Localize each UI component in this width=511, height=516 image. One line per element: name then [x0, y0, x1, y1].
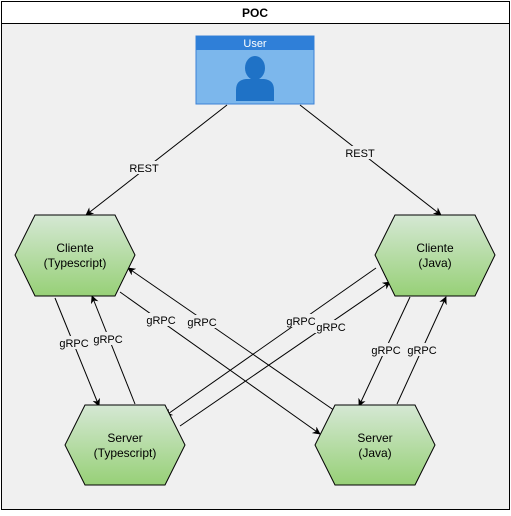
node-label-line1: Cliente — [416, 241, 454, 255]
edge-server-ts-client-ts — [90, 295, 136, 405]
edge-user-client-java — [299, 104, 442, 216]
label-rest-right: REST — [345, 148, 375, 160]
node-label-line2: (Java) — [358, 446, 391, 460]
edge-client-java-server-ts — [164, 267, 377, 417]
label-grpc-2: gRPC — [93, 334, 122, 346]
node-server-typescript[interactable]: Server (Typescript) — [64, 404, 186, 486]
node-label-line1: Server — [357, 431, 392, 445]
label-grpc-4: gRPC — [187, 317, 216, 329]
node-server-java[interactable]: Server (Java) — [314, 404, 436, 486]
edge-server-ts-client-java — [179, 281, 391, 427]
node-client-java[interactable]: Cliente (Java) — [374, 214, 496, 297]
edge-user-client-ts — [85, 104, 228, 216]
node-label-line2: (Java) — [418, 256, 451, 270]
label-grpc-7: gRPC — [371, 345, 400, 357]
person-icon — [236, 56, 274, 101]
label-grpc-3: gRPC — [146, 315, 175, 327]
label-grpc-8: gRPC — [407, 345, 436, 357]
label-rest-left: REST — [129, 163, 159, 175]
user-node[interactable]: User — [195, 35, 315, 105]
label-grpc-5: gRPC — [286, 316, 315, 328]
node-label-line2: (Typescript) — [94, 446, 157, 460]
label-grpc-1: gRPC — [59, 338, 88, 350]
user-title: User — [243, 38, 267, 50]
edge-client-ts-server-ts — [54, 297, 100, 407]
node-client-typescript[interactable]: Cliente (Typescript) — [14, 214, 136, 297]
container-title: POC — [242, 6, 268, 20]
node-label-line1: Server — [107, 431, 142, 445]
label-grpc-6: gRPC — [316, 322, 345, 334]
node-label-line1: Cliente — [56, 241, 94, 255]
edge-server-java-client-ts — [127, 267, 339, 414]
node-label-line2: (Typescript) — [44, 256, 107, 270]
